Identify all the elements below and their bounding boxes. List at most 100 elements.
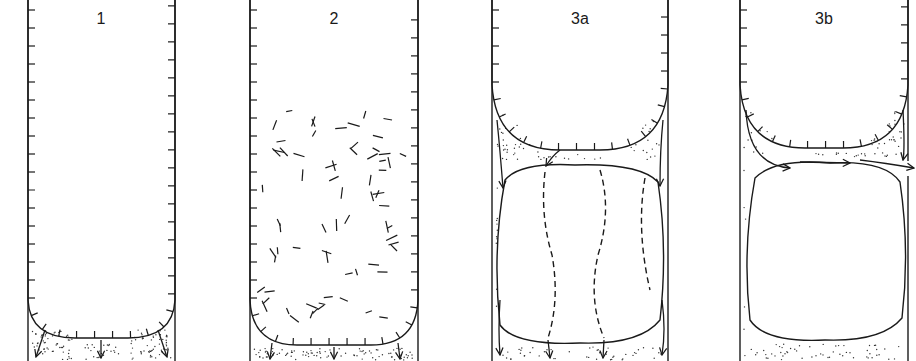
stipple-dot — [88, 347, 89, 348]
stipple-dot — [291, 352, 292, 353]
stipple-dot — [412, 358, 413, 359]
stipple-dot — [151, 350, 152, 351]
membrane-tick — [492, 81, 499, 82]
stipple-dot — [751, 349, 752, 350]
crystal-stroke — [368, 264, 379, 265]
stipple-dot — [153, 335, 154, 336]
stipple-dot — [44, 348, 45, 349]
stipple-dot — [41, 335, 42, 336]
stipple-dot — [68, 350, 69, 351]
stipple-dot — [166, 342, 167, 343]
stipple-dot — [858, 154, 859, 155]
stipple-dot — [54, 332, 55, 333]
stipple-dot — [524, 355, 525, 356]
crystal-stroke — [277, 141, 286, 143]
membrane-tick — [28, 117, 35, 118]
stipple-dot — [743, 329, 744, 330]
stipple-dot — [149, 352, 150, 353]
crystal-stroke — [273, 120, 277, 130]
stipple-dot — [846, 352, 847, 353]
stipple-dot — [867, 350, 868, 351]
crystal-stroke — [326, 251, 328, 263]
stipple-dot — [135, 339, 136, 340]
membrane-tick — [411, 163, 418, 164]
stipple-dot — [85, 359, 86, 360]
membrane-tick — [576, 143, 577, 150]
membrane-tick — [250, 135, 257, 136]
crystal-stroke — [310, 311, 313, 318]
membrane-tick — [28, 243, 35, 244]
stipple-dot — [48, 348, 49, 349]
stipple-dot — [564, 158, 565, 159]
membrane-tick — [168, 59, 175, 60]
stipple-dot — [277, 354, 278, 355]
stipple-dot — [652, 148, 653, 149]
membrane-tick — [28, 171, 35, 172]
crystal-stroke — [371, 192, 374, 202]
stipple-dot — [151, 339, 152, 340]
stipple-dot — [658, 352, 659, 353]
stipple-dot — [166, 340, 167, 341]
stipple-dot — [403, 359, 404, 360]
stipple-dot — [52, 351, 53, 352]
membrane-tick — [168, 257, 175, 258]
stipple-dot — [162, 351, 163, 352]
membrane-tick — [661, 52, 668, 53]
membrane-tick — [250, 81, 257, 82]
membrane-tick — [875, 134, 878, 140]
crystal-stroke — [257, 287, 265, 293]
stipple-dot — [866, 356, 867, 357]
stipple-dot — [497, 144, 498, 145]
stipple-dot — [781, 347, 782, 348]
stipple-dot — [520, 350, 521, 351]
stipple-dot — [893, 139, 894, 140]
membrane-tick — [509, 127, 514, 132]
membrane-tick — [76, 331, 77, 338]
stipple-dot — [506, 159, 507, 160]
membrane-tick — [31, 313, 37, 316]
stipple-fill — [32, 111, 905, 360]
stipple-dot — [272, 351, 273, 352]
membrane-tick — [410, 306, 417, 308]
crystal-stroke — [379, 205, 389, 207]
stipple-dot — [153, 349, 154, 350]
crystal-stroke — [379, 153, 391, 154]
membrane-tick — [168, 239, 175, 240]
stipple-dot — [650, 156, 651, 157]
stipple-dot — [822, 154, 823, 155]
stipple-dot — [404, 357, 405, 358]
stipple-dot — [35, 333, 36, 334]
stipple-dot — [499, 128, 500, 129]
stipple-dot — [143, 350, 144, 351]
membrane-tick — [492, 63, 499, 64]
crystal-stroke — [341, 187, 342, 198]
stipple-dot — [894, 120, 895, 121]
flow-arrow — [100, 340, 101, 358]
stipple-dot — [502, 133, 503, 134]
stipple-dot — [345, 353, 346, 354]
crystal-aggregate — [747, 162, 906, 340]
stipple-dot — [843, 345, 844, 346]
stipple-dot — [310, 350, 311, 351]
membrane-tick — [895, 111, 901, 114]
stipple-dot — [833, 351, 834, 352]
stipple-dot — [899, 131, 900, 132]
stipple-dot — [319, 351, 320, 352]
membrane-tick — [411, 19, 418, 20]
stipple-dot — [503, 139, 504, 140]
stipple-dot — [635, 144, 636, 145]
stipple-dot — [784, 353, 785, 354]
stipple-dot — [69, 339, 70, 340]
stipple-dot — [521, 347, 522, 348]
stipple-dot — [399, 349, 400, 350]
membrane-tick — [411, 145, 418, 146]
flow-channel — [594, 170, 605, 338]
stipple-dot — [874, 138, 875, 139]
membrane-tick — [411, 55, 418, 56]
stipple-dot — [877, 147, 878, 148]
stipple-dot — [61, 347, 62, 348]
stipple-dot — [406, 354, 407, 355]
stipple-dot — [396, 348, 397, 349]
stipple-dot — [166, 335, 167, 336]
stipple-dot — [869, 353, 870, 354]
